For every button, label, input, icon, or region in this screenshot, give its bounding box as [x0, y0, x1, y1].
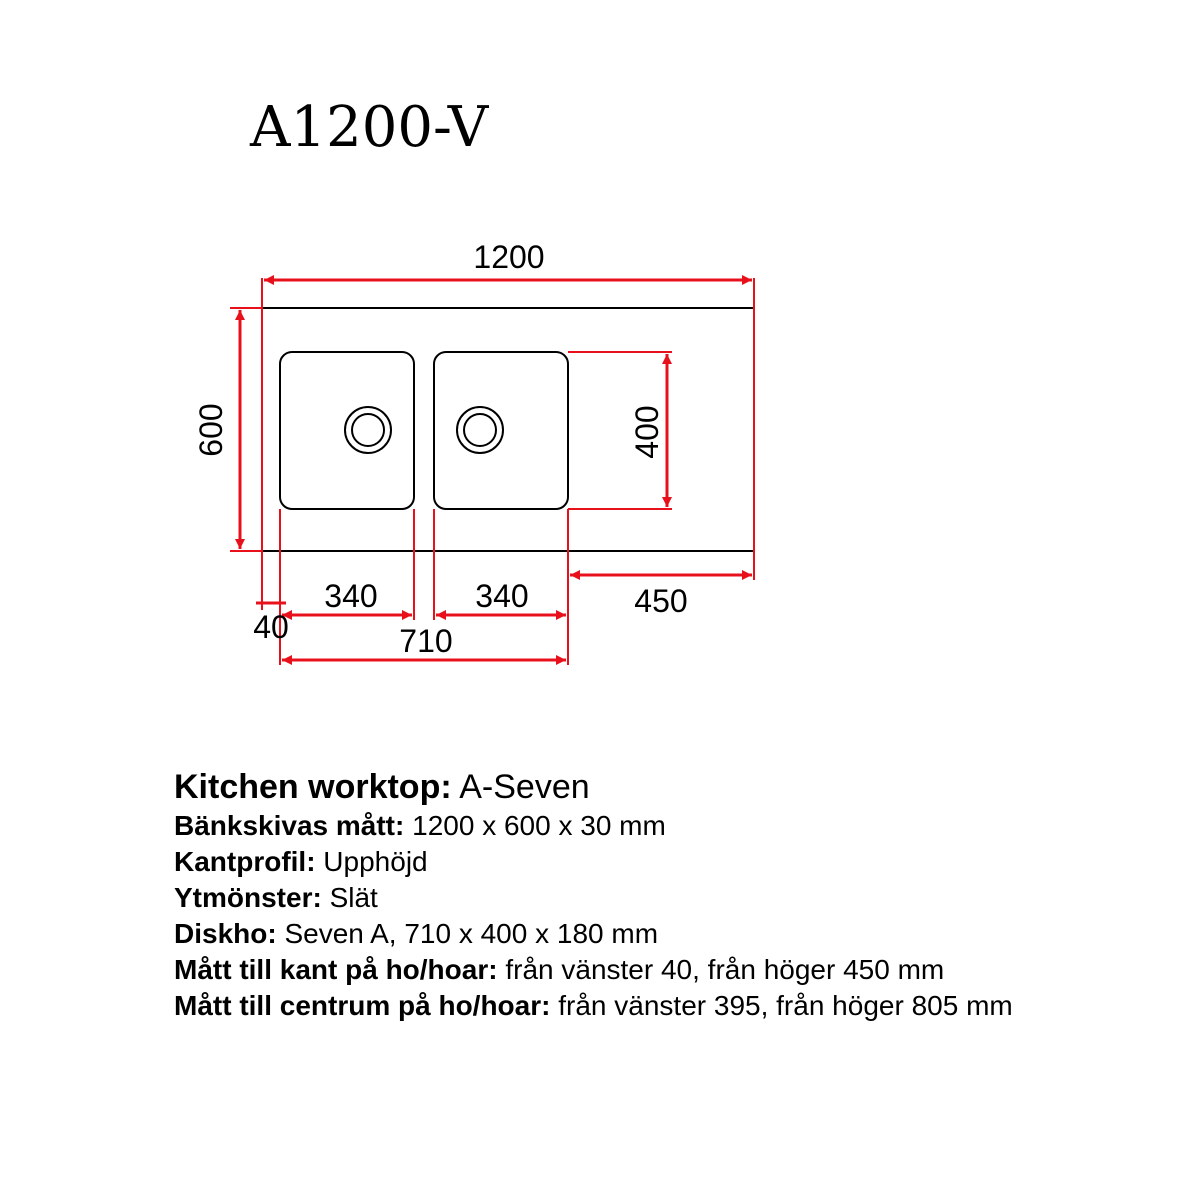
label-sink-total: 710	[399, 623, 452, 659]
worktop-outline	[261, 307, 755, 552]
spec-line-edge-distance: Mått till kant på ho/hoar: från vänster …	[174, 952, 1013, 988]
spec-label: Bänkskivas mått:	[174, 810, 405, 841]
spec-value: från vänster 40, från höger 450 mm	[497, 954, 945, 985]
label-total-depth: 600	[193, 403, 229, 456]
left-bowl	[279, 351, 415, 510]
spec-value: Upphöjd	[315, 846, 428, 877]
spec-line-sink: Diskho: Seven A, 710 x 400 x 180 mm	[174, 916, 1013, 952]
spec-label: Mått till centrum på ho/hoar:	[174, 990, 551, 1021]
label-right-bowl: 340	[475, 578, 528, 614]
label-right-edge: 450	[634, 583, 687, 619]
spec-value: A-Seven	[451, 768, 590, 806]
extension-lines	[230, 278, 755, 665]
right-drain-inner	[463, 413, 497, 447]
label-left-edge: 40	[253, 609, 289, 645]
right-drain-outer	[456, 406, 504, 454]
spec-value: Slät	[321, 882, 378, 913]
specification-list: Kitchen worktop: A-Seven Bänkskivas mått…	[174, 766, 1013, 1024]
spec-line-worktop: Kitchen worktop: A-Seven	[174, 766, 1013, 808]
spec-value: 1200 x 600 x 30 mm	[404, 810, 666, 841]
spec-label: Diskho:	[174, 918, 277, 949]
spec-line-center-distance: Mått till centrum på ho/hoar: från vänst…	[174, 988, 1013, 1024]
spec-label: Ytmönster:	[174, 882, 322, 913]
right-bowl	[433, 351, 569, 510]
model-title: A1200-V	[250, 95, 489, 160]
spec-line-size: Bänkskivas mått: 1200 x 600 x 30 mm	[174, 808, 1013, 844]
label-total-width: 1200	[473, 239, 544, 275]
spec-label: Kitchen worktop:	[174, 768, 452, 806]
spec-line-edge-profile: Kantprofil: Upphöjd	[174, 844, 1013, 880]
spec-value: från vänster 395, från höger 805 mm	[550, 990, 1013, 1021]
spec-value: Seven A, 710 x 400 x 180 mm	[276, 918, 659, 949]
label-bowl-depth: 400	[629, 405, 665, 458]
dimension-lines	[235, 275, 752, 665]
spec-label: Mått till kant på ho/hoar:	[174, 954, 498, 985]
left-drain-outer	[344, 406, 392, 454]
left-drain-inner	[351, 413, 385, 447]
spec-label: Kantprofil:	[174, 846, 316, 877]
label-left-bowl: 340	[324, 578, 377, 614]
spec-line-surface-pattern: Ytmönster: Slät	[174, 880, 1013, 916]
